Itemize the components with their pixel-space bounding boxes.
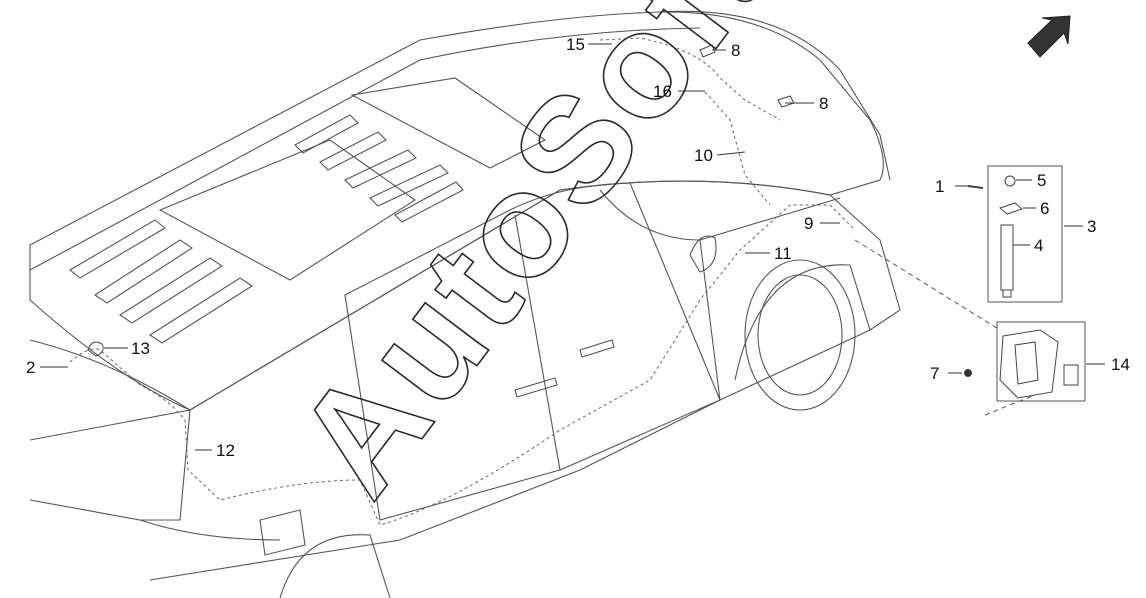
reservoir-components bbox=[964, 329, 1079, 399]
callout-7: 7 bbox=[930, 364, 939, 383]
front-washer-hose bbox=[599, 37, 781, 121]
sunroof-front bbox=[350, 77, 547, 169]
cap-part bbox=[1004, 175, 1016, 187]
callout-3: 3 bbox=[1087, 217, 1096, 236]
watermark: AutoSoft bbox=[263, 0, 797, 524]
sunroof-rear bbox=[158, 139, 416, 281]
callout-15: 15 bbox=[566, 35, 585, 54]
sliding-door bbox=[344, 182, 721, 521]
rear-washer-nozzle bbox=[87, 341, 104, 357]
washer-pump-motor bbox=[1063, 364, 1079, 386]
pump-components bbox=[967, 175, 1023, 298]
callout-2: 2 bbox=[26, 358, 35, 377]
filler-neck-part bbox=[1000, 224, 1014, 291]
callout-14: 14 bbox=[1111, 355, 1130, 374]
callout-11: 11 bbox=[774, 244, 792, 263]
washer-hoses bbox=[69, 37, 856, 526]
callout-5: 5 bbox=[1037, 171, 1046, 190]
reservoir-box bbox=[996, 321, 1086, 402]
fuel-door bbox=[259, 509, 306, 556]
callout-10: 10 bbox=[694, 146, 713, 165]
callout-8-lower: 8 bbox=[819, 94, 828, 113]
pump-assembly-box bbox=[987, 165, 1063, 303]
callout-1: 1 bbox=[935, 177, 944, 196]
washer-reservoir bbox=[999, 329, 1059, 399]
callout-6: 6 bbox=[1040, 199, 1049, 218]
clip-part bbox=[999, 202, 1023, 215]
callout-8-upper: 8 bbox=[731, 41, 740, 60]
grommet-part bbox=[964, 369, 972, 377]
callout-4: 4 bbox=[1034, 236, 1043, 255]
side-mirror bbox=[689, 235, 717, 273]
front-direction-arrow-icon bbox=[1027, 15, 1071, 58]
inset-boxes bbox=[854, 165, 1086, 416]
vehicle-outline bbox=[29, 10, 901, 598]
callout-16: 16 bbox=[653, 82, 672, 101]
callout-12: 12 bbox=[216, 441, 235, 460]
callout-9: 9 bbox=[804, 214, 813, 233]
callout-labels: 15 8 16 8 10 9 11 1 5 6 3 4 7 14 12 2 13 bbox=[26, 35, 1130, 460]
rear-washer-hose bbox=[69, 204, 856, 526]
leader-lines bbox=[40, 43, 1105, 451]
callout-13: 13 bbox=[131, 339, 150, 358]
